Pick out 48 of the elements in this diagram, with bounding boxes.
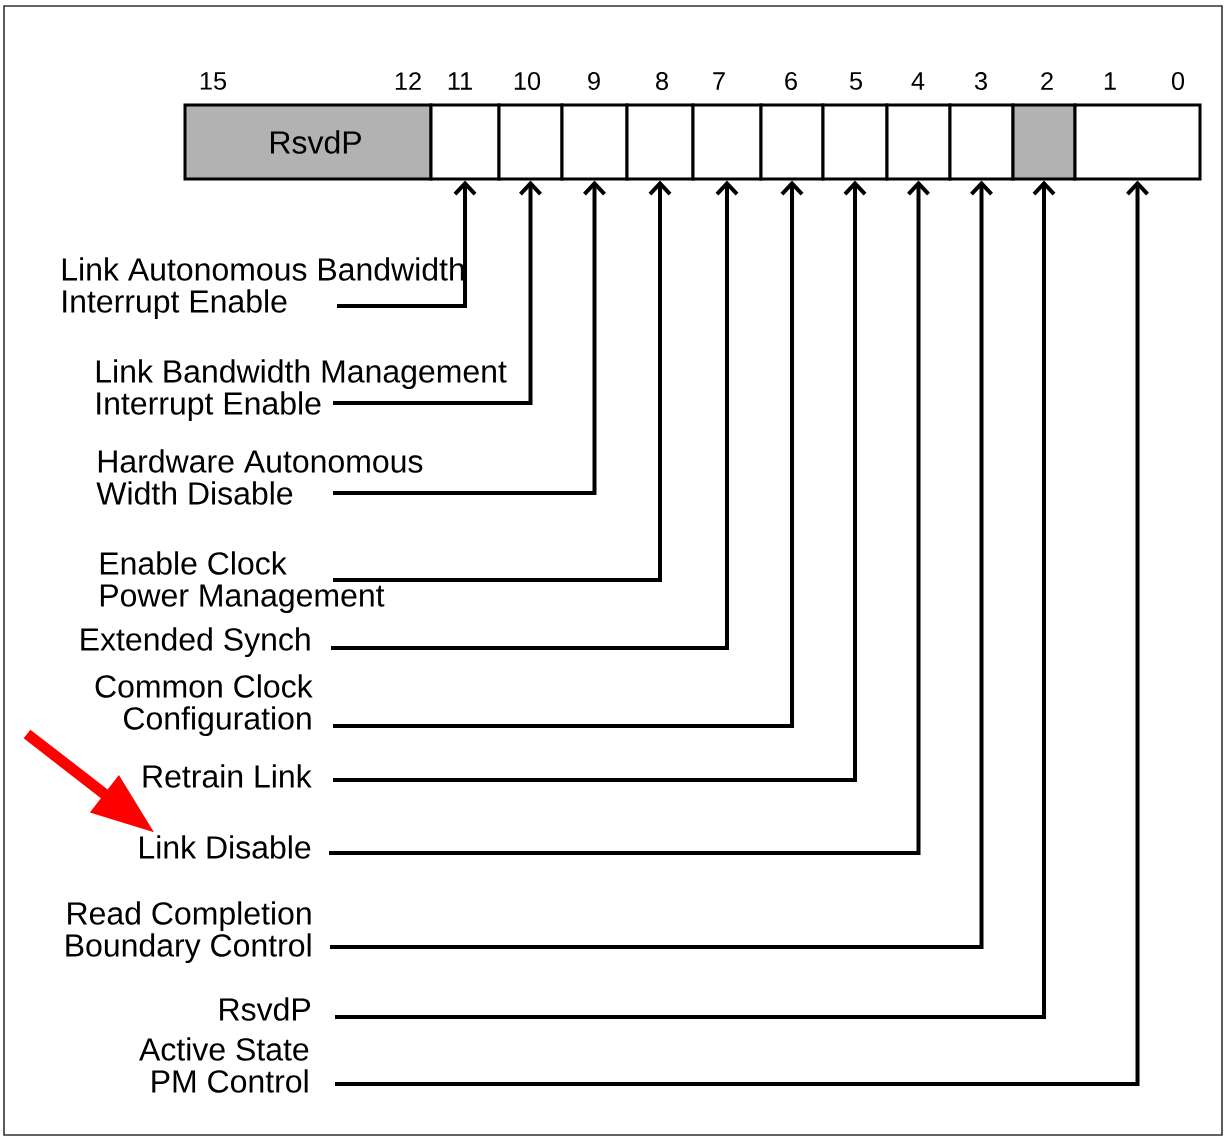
bit-number: 10	[514, 72, 541, 90]
bit-field-cell	[885, 103, 952, 181]
field-label: Link Bandwidth Management Interrupt Enable	[96, 359, 507, 422]
leader-arrow	[333, 180, 804, 728]
bit-field-cell	[1073, 103, 1202, 181]
bit-field-cell	[497, 103, 564, 181]
field-label: Common Clock Configuration	[95, 674, 313, 737]
bit-field-cell	[560, 103, 629, 181]
leader-arrow	[331, 180, 739, 650]
field-label: Active State PM Control	[139, 1037, 309, 1093]
bit-number: 12	[395, 72, 421, 90]
field-label: Read Completion Boundary Control	[66, 901, 311, 964]
bit-number: 6	[785, 72, 797, 90]
bit-field-cell: RsvdP	[183, 103, 433, 181]
leader-arrow	[333, 180, 606, 495]
bit-number: 0	[1171, 72, 1185, 90]
bit-number: 3	[974, 72, 987, 90]
field-label: Link Disable	[140, 835, 311, 859]
bit-field-cell	[948, 103, 1015, 181]
leader-arrow	[335, 180, 1149, 1086]
field-label: Enable Clock Power Management	[100, 551, 385, 614]
bit-number: 11	[448, 72, 472, 90]
leader-arrow	[337, 180, 477, 308]
bit-number: 1	[1104, 72, 1116, 90]
leader-arrow	[333, 180, 542, 405]
bit-number: 4	[911, 72, 925, 90]
bit-number: 8	[656, 72, 668, 90]
bit-number: 5	[849, 72, 862, 90]
leader-arrow	[329, 180, 930, 855]
bit-field-cell	[691, 103, 763, 181]
field-label: Extended Synch	[81, 627, 310, 658]
leader-arrow	[335, 180, 1056, 1019]
field-label: Retrain Link	[143, 764, 312, 788]
bit-field-cell	[429, 103, 501, 181]
bit-field-cell	[625, 103, 695, 181]
field-label: Hardware Autonomous Width Disable	[96, 449, 423, 505]
leader-arrow	[333, 180, 867, 782]
bit-number: 9	[588, 72, 600, 90]
bit-field-cell	[759, 103, 825, 181]
bit-number: 7	[713, 72, 725, 90]
bit-number: 2	[1041, 72, 1053, 90]
bit-field-cell	[1011, 103, 1077, 181]
leader-arrow	[330, 180, 993, 949]
leader-arrow	[333, 180, 672, 582]
field-label: Link Autonomous Bandwidth Interrupt Enable	[62, 257, 464, 320]
bit-field-cell	[821, 103, 889, 181]
bit-number: 15	[200, 72, 227, 90]
field-label: RsvdP	[220, 997, 311, 1021]
